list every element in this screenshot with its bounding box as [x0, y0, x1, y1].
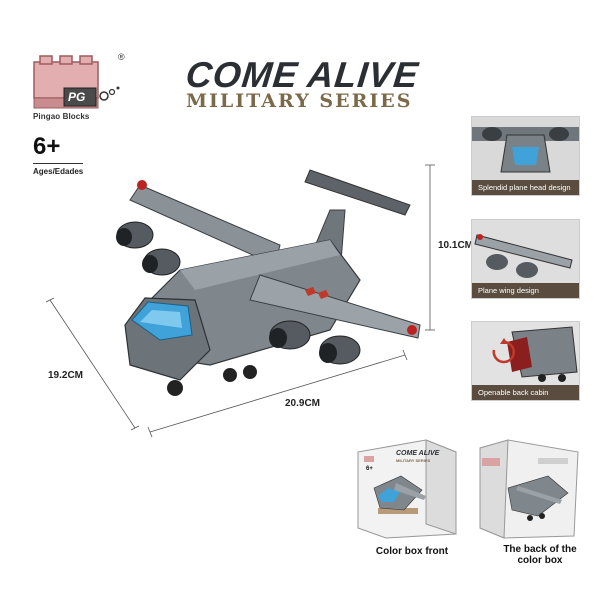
box-front-subtitle: MILITARY SERIES — [396, 458, 431, 463]
feature-caption: Splendid plane head design — [472, 180, 579, 195]
logo-mark-text: PG — [68, 90, 86, 104]
feature-caption: Openable back cabin — [472, 385, 579, 400]
box-front-image — [357, 439, 457, 539]
registered-mark: ® — [118, 52, 125, 62]
box-front-age: 6+ — [366, 466, 373, 472]
dimension-length: 20.9CM — [285, 398, 321, 409]
feature-panel-plane-wing: Plane wing design — [471, 219, 580, 299]
brand-logo: PG ® — [32, 52, 128, 118]
box-back-caption: The back of the color box — [503, 544, 577, 566]
feature-panel-back-cabin: Openable back cabin — [471, 321, 580, 401]
plane-model-illustration — [116, 169, 421, 396]
feature-panel-plane-head: Splendid plane head design — [471, 116, 580, 196]
box-front-title: COME ALIVE — [396, 450, 440, 457]
dimension-depth: 19.2CM — [48, 370, 84, 381]
box-back-image — [479, 439, 579, 539]
brand-caption: Pingao Blocks — [33, 112, 90, 121]
headline-subtitle: MILITARY SERIES — [186, 90, 413, 112]
feature-caption: Plane wing design — [472, 283, 579, 298]
box-front-caption: Color box front — [375, 546, 449, 557]
color-box-front: COME ALIVE MILITARY SERIES 6+ — [356, 438, 458, 540]
brick-logo-icon — [33, 55, 120, 109]
color-box-back — [478, 438, 580, 540]
age-value: 6+ — [33, 133, 61, 160]
dimension-height: 10.1CM — [438, 240, 474, 251]
age-label: Ages/Edades — [33, 167, 84, 176]
age-divider — [33, 163, 83, 164]
